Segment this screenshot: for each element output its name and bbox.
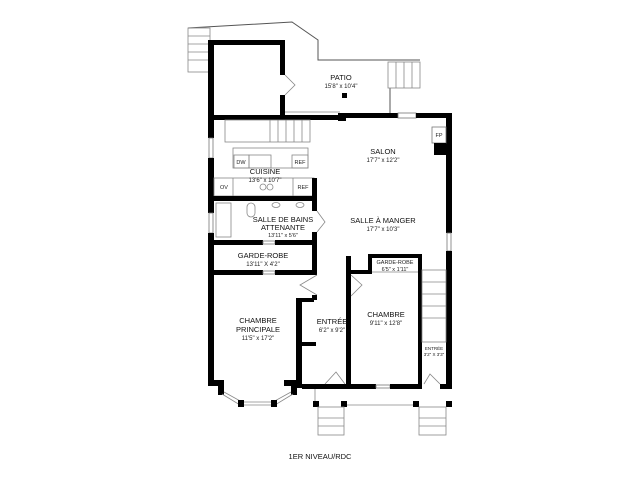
svg-text:ATTENANTE: ATTENANTE: [261, 223, 305, 232]
stairs-top-left: [187, 27, 211, 73]
stairs-porch-left: [317, 406, 345, 436]
svg-text:6'2" x 9'2": 6'2" x 9'2": [319, 328, 345, 334]
svg-text:17'7" x 10'3": 17'7" x 10'3": [367, 227, 400, 233]
svg-text:9'11" x 12'8": 9'11" x 12'8": [370, 321, 402, 327]
svg-text:ENTRÉE: ENTRÉE: [425, 345, 443, 351]
svg-text:13'6" x 10'7": 13'6" x 10'7": [249, 178, 282, 184]
stairs-kitchen: [224, 119, 311, 143]
room-garde-robe-1: GARDE-ROBE 13'11" X 4'2": [238, 251, 288, 268]
fp-label: FP: [435, 133, 442, 139]
svg-text:CHAMBRE: CHAMBRE: [239, 316, 277, 325]
room-salle-de-bains: SALLE DE BAINS ATTENANTE 13'11" x 5'6": [253, 215, 313, 239]
svg-text:SALON: SALON: [370, 147, 395, 156]
svg-text:3'2" X 3'3": 3'2" X 3'3": [424, 352, 445, 357]
room-salon: SALON 17'7" x 12'2": [367, 147, 400, 164]
svg-text:ENTRÉE: ENTRÉE: [317, 317, 347, 326]
room-salle-a-manger: SALLE À MANGER 17'7" x 10'3": [350, 216, 416, 233]
ov-label: OV: [220, 185, 228, 191]
svg-text:PRINCIPALE: PRINCIPALE: [236, 325, 280, 334]
stairs-patio: [387, 61, 421, 89]
room-entree-small: ENTRÉE 3'2" X 3'3": [424, 345, 445, 357]
svg-text:GARDE-ROBE: GARDE-ROBE: [238, 251, 288, 260]
svg-text:PATIO: PATIO: [330, 73, 352, 82]
plan-title: 1ER NIVEAU/RDC: [289, 452, 353, 461]
patio-outline: [187, 21, 420, 113]
svg-text:SALLE À MANGER: SALLE À MANGER: [350, 216, 416, 225]
room-garde-robe-2: GARDE-ROBE 6'5" x 1'11": [377, 260, 414, 273]
svg-text:6'5" x 1'11": 6'5" x 1'11": [382, 267, 409, 273]
ref-label-2: REF: [298, 185, 310, 191]
stairs-porch-right: [418, 406, 447, 436]
dw-label: DW: [236, 160, 246, 166]
svg-text:17'7" x 12'2": 17'7" x 12'2": [367, 158, 400, 164]
room-entree: ENTRÉE 6'2" x 9'2": [317, 317, 347, 334]
svg-text:CUISINE: CUISINE: [250, 167, 280, 176]
svg-text:SALLE DE BAINS: SALLE DE BAINS: [253, 215, 313, 224]
svg-text:13'11" x 5'6": 13'11" x 5'6": [268, 233, 298, 239]
patio-post: [342, 93, 347, 98]
svg-text:GARDE-ROBE: GARDE-ROBE: [377, 260, 414, 266]
svg-text:CHAMBRE: CHAMBRE: [367, 310, 405, 319]
svg-text:11'5" x 17'2": 11'5" x 17'2": [242, 336, 274, 342]
svg-text:13'11" X 4'2": 13'11" X 4'2": [246, 262, 279, 268]
ref-label-1: REF: [295, 160, 307, 166]
room-chambre: CHAMBRE 9'11" x 12'8": [367, 310, 405, 327]
room-cuisine: CUISINE 13'6" x 10'7": [249, 167, 282, 184]
room-patio: PATIO 15'8" x 10'4": [325, 73, 358, 90]
room-chambre-principale: CHAMBRE PRINCIPALE 11'5" x 17'2": [236, 316, 280, 342]
svg-text:15'8" x 10'4": 15'8" x 10'4": [325, 84, 358, 90]
stairs-inside-right: [421, 269, 447, 343]
